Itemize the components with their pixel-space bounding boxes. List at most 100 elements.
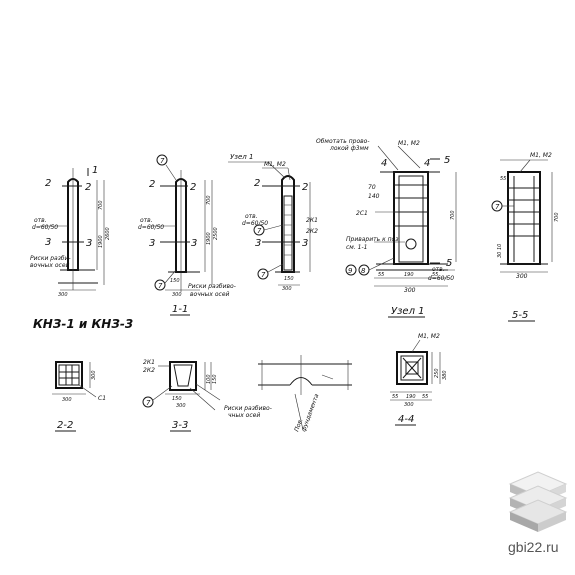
dim-380-44: 380 xyxy=(442,370,448,380)
callout-7-ub: 7 xyxy=(261,271,266,279)
dim-1900-s1: 1900 xyxy=(206,232,212,245)
section-label-uzel1: Узел 1 xyxy=(391,306,425,317)
dim-150-33v: 150 xyxy=(212,374,218,384)
note-risk-s1-2: вочных осей xyxy=(190,291,230,298)
dim-300-33: 300 xyxy=(176,403,186,409)
cut-mark-3-u: 3 xyxy=(255,238,261,249)
mark-2k1: 2К1 xyxy=(306,217,318,224)
dim-140-d: 140 xyxy=(368,193,380,200)
mark-m1m2-detail: М1, М2 xyxy=(398,140,420,147)
note-risk-2: вочных осей xyxy=(30,262,70,269)
section-label-2-2: 2-2 xyxy=(57,420,73,431)
section-label-1-1: 1-1 xyxy=(172,304,188,315)
note-obmotat-1: Обмотать прово- xyxy=(316,138,370,145)
watermark-text: gbi22.ru xyxy=(508,539,559,555)
note-otv-dim-u: d=60/50 xyxy=(242,220,268,227)
cut-mark-3-ub: 3 xyxy=(302,238,308,249)
square-section xyxy=(169,361,197,391)
uzel-1-small-label: Узел 1 xyxy=(230,153,253,161)
uzel-1-small xyxy=(228,161,311,286)
dim-300-44: 300 xyxy=(404,402,414,408)
cut-mark-1: 1 xyxy=(92,165,98,176)
callout-7b xyxy=(154,279,166,291)
dim-700-s1: 700 xyxy=(206,195,212,205)
cut-mark-2: 2 xyxy=(45,178,51,189)
callout-7b-label: 7 xyxy=(158,282,163,290)
note-risk-33-1: Риски разбиво- xyxy=(224,405,272,412)
cut-mark-2-ub: 2 xyxy=(302,182,308,193)
callout-7-u: 7 xyxy=(257,227,262,235)
dim-55-44: 55 xyxy=(392,394,398,400)
dim-190-44: 190 xyxy=(406,394,416,400)
dim-300-s1: 300 xyxy=(172,292,182,298)
section-4-4 xyxy=(390,339,441,401)
dim-700-a: 700 xyxy=(98,200,104,210)
mark-2k2: 2К2 xyxy=(306,228,318,235)
mark-m1m2-small: М1, М2 xyxy=(264,161,286,168)
dim-700-d: 700 xyxy=(450,210,456,220)
dim-1900-a: 1900 xyxy=(98,235,104,248)
cut-mark-2-s1: 2 xyxy=(149,179,155,190)
elevation-knz xyxy=(40,168,105,291)
note-fund-1: Пов. xyxy=(293,417,304,432)
section-label-5-5: 5-5 xyxy=(512,310,528,321)
note-otv-s1: отв. xyxy=(140,217,153,224)
dim-150-s1: 150 xyxy=(170,278,180,284)
note-risk-33-2: чных осей xyxy=(228,412,260,419)
mark-s1: С1 xyxy=(98,395,106,402)
cage xyxy=(398,175,424,263)
note-otv: отв. xyxy=(34,217,47,224)
dim-55-55: 55 xyxy=(500,176,506,182)
mark-2s1: 2С1 xyxy=(356,210,368,217)
dim-2600-a: 2600 xyxy=(105,227,111,240)
note-otv-d: отв. xyxy=(432,266,445,273)
column-outline xyxy=(281,175,295,273)
dim-300-22v: 300 xyxy=(91,370,97,380)
note-privarit-1: Приварить к поз. xyxy=(346,236,400,243)
dim-150-33: 150 xyxy=(172,396,182,402)
callout-7-55: 7 xyxy=(495,203,500,211)
cut-mark-3b: 3 xyxy=(86,238,92,249)
callout-9: 9 xyxy=(348,267,353,275)
dim-300-22: 300 xyxy=(62,397,72,403)
dim-300-u: 300 xyxy=(282,286,292,292)
dim-300-55: 300 xyxy=(516,273,528,280)
dim-55-44b: 55 xyxy=(422,394,428,400)
dim-190-d: 190 xyxy=(404,272,414,278)
foundation-detail xyxy=(258,355,352,431)
note-otv-u: отв. xyxy=(245,213,258,220)
dim-300-d: 300 xyxy=(404,287,416,294)
section-1-1 xyxy=(150,154,213,292)
note-obmotat-2: локой ф3мм xyxy=(329,145,369,152)
callout-7-33: 7 xyxy=(146,399,151,407)
dim-2500-s1: 2500 xyxy=(213,227,219,240)
cut-mark-2-s1b: 2 xyxy=(190,182,196,193)
column-outline xyxy=(175,178,187,273)
note-risk-1: Риски разби- xyxy=(30,255,71,262)
cut-mark-4-d: 4 xyxy=(381,158,387,169)
socket xyxy=(173,364,193,387)
cut-mark-4-db: 4 xyxy=(424,158,430,169)
note-otv-dim-d: d=60/50 xyxy=(428,275,454,282)
dim-3010-55: 30 10 xyxy=(497,244,503,258)
note-fund-2: фундамента xyxy=(300,393,320,433)
uzel-1-detail xyxy=(345,145,457,287)
note-risk-s1-1: Риски разбиво- xyxy=(188,283,236,290)
dim-55-d: 55 xyxy=(378,272,384,278)
watermark-logo xyxy=(508,471,568,532)
mark-2k1-33: 2К1 xyxy=(143,359,155,366)
cut-mark-2b: 2 xyxy=(85,182,91,193)
drawing-title: КНЗ-1 и КНЗ-3 xyxy=(33,317,133,331)
note-privarit-2: см. 1-1 xyxy=(346,244,367,251)
cut-mark-3-s1b: 3 xyxy=(191,238,197,249)
dim-150-u: 150 xyxy=(284,276,294,282)
section-label-3-3: 3-3 xyxy=(172,420,188,431)
note-otv-dim: d=60/50 xyxy=(32,224,58,231)
column-outline xyxy=(67,178,79,271)
square-section xyxy=(55,361,83,389)
dim-300-a: 300 xyxy=(58,292,68,298)
cut-mark-3-s1: 3 xyxy=(149,238,155,249)
callout-7-label: 7 xyxy=(160,157,165,165)
